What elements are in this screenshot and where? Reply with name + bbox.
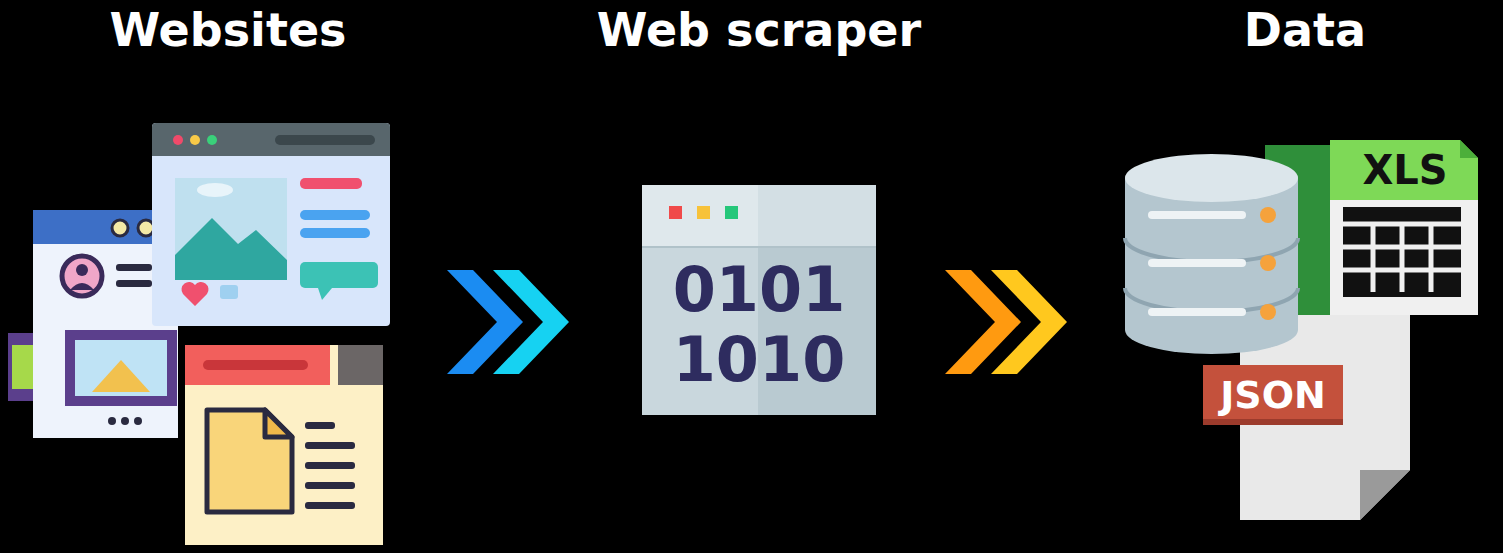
illustration-shape — [305, 482, 355, 489]
illustration-shape — [207, 410, 292, 512]
illustration-shape — [1260, 207, 1276, 223]
xls-file: XLS — [1265, 135, 1478, 315]
illustration-shape — [300, 178, 362, 189]
chevron — [991, 270, 1067, 374]
illustration-shape — [642, 246, 876, 248]
illustration-shape — [669, 206, 682, 219]
binary-digits: 0101 1010 — [659, 255, 859, 395]
illustration-shape — [1343, 207, 1461, 297]
illustration-shape — [1148, 211, 1246, 219]
illustration-shape — [121, 417, 129, 425]
illustration-shape — [182, 282, 209, 306]
illustration-shape — [62, 256, 102, 296]
illustration-shape — [1148, 259, 1246, 267]
illustration-shape — [1343, 245, 1461, 250]
illustration-shape — [1125, 178, 1298, 354]
illustration-shape — [642, 185, 876, 247]
illustration-shape — [203, 360, 308, 370]
illustration-shape — [92, 360, 150, 392]
illustration-shape — [300, 228, 370, 238]
file-type-label: XLS — [1335, 145, 1475, 195]
illustration-shape — [138, 220, 154, 236]
illustration-shape — [12, 345, 36, 389]
illustration-shape — [305, 442, 355, 449]
illustration-shape — [1203, 419, 1343, 425]
illustration-shape — [1343, 268, 1461, 273]
illustration-shape — [1330, 200, 1478, 315]
illustration-shape — [108, 417, 116, 425]
column-heading: Web scraper — [536, 2, 982, 58]
illustration-shape — [1343, 224, 1461, 292]
illustration-shape — [190, 135, 200, 145]
illustration-shape — [152, 123, 390, 326]
illustration-shape — [220, 285, 238, 299]
scraper-window: Web scraper0101 1010 — [596, 0, 922, 553]
illustration-shape — [207, 135, 217, 145]
illustration-shape — [1429, 224, 1434, 292]
illustration-shape — [1371, 224, 1376, 292]
illustration-shape — [318, 288, 332, 300]
illustration-shape — [697, 206, 710, 219]
illustration-shape — [70, 283, 94, 290]
illustration-shape — [758, 185, 876, 247]
illustration-shape — [152, 123, 390, 156]
illustration-shape — [642, 185, 876, 415]
illustration-shape — [305, 422, 335, 429]
illustration-shape — [300, 210, 370, 220]
column-heading: Data — [1155, 2, 1455, 58]
illustration-shape — [76, 264, 88, 276]
output-group: DataXLS JSON — [1090, 0, 1490, 553]
illustration-shape — [175, 218, 287, 280]
file-type-label: JSON — [1203, 365, 1343, 425]
illustration-shape — [725, 206, 738, 219]
illustration-shape — [1400, 224, 1405, 292]
illustration-shape — [185, 345, 330, 385]
illustration-shape — [1125, 154, 1298, 202]
column-heading: Websites — [0, 2, 456, 58]
illustration-shape — [75, 340, 167, 396]
illustration-shape — [1343, 222, 1461, 227]
illustration-shape — [1330, 140, 1478, 200]
illustration-shape — [116, 264, 152, 271]
chevron-arrow — [447, 270, 569, 374]
chevron-arrow — [945, 270, 1067, 374]
illustration-shape — [1460, 140, 1478, 158]
chevron — [493, 270, 569, 374]
illustration-shape — [116, 280, 152, 287]
illustration-shape — [1203, 365, 1343, 425]
json-file: JSON — [1203, 315, 1410, 520]
illustration-shape — [265, 410, 292, 437]
illustration-shape — [173, 135, 183, 145]
illustration-shape — [1260, 304, 1276, 320]
illustration-shape — [275, 135, 375, 145]
illustration-shape — [338, 345, 383, 385]
illustration-shape — [197, 183, 233, 197]
illustration-shape — [185, 345, 383, 545]
illustration-shape — [1260, 255, 1276, 271]
illustration-shape — [1148, 308, 1246, 316]
illustration-shape — [112, 220, 128, 236]
illustration-shape — [305, 462, 355, 469]
illustration-shape — [134, 417, 142, 425]
illustration-shape — [65, 330, 177, 406]
source-group: Websites — [0, 0, 420, 553]
illustration-shape — [175, 178, 287, 280]
illustration-shape — [300, 262, 378, 288]
illustration-shape — [1360, 470, 1410, 520]
illustration-shape — [305, 502, 355, 509]
